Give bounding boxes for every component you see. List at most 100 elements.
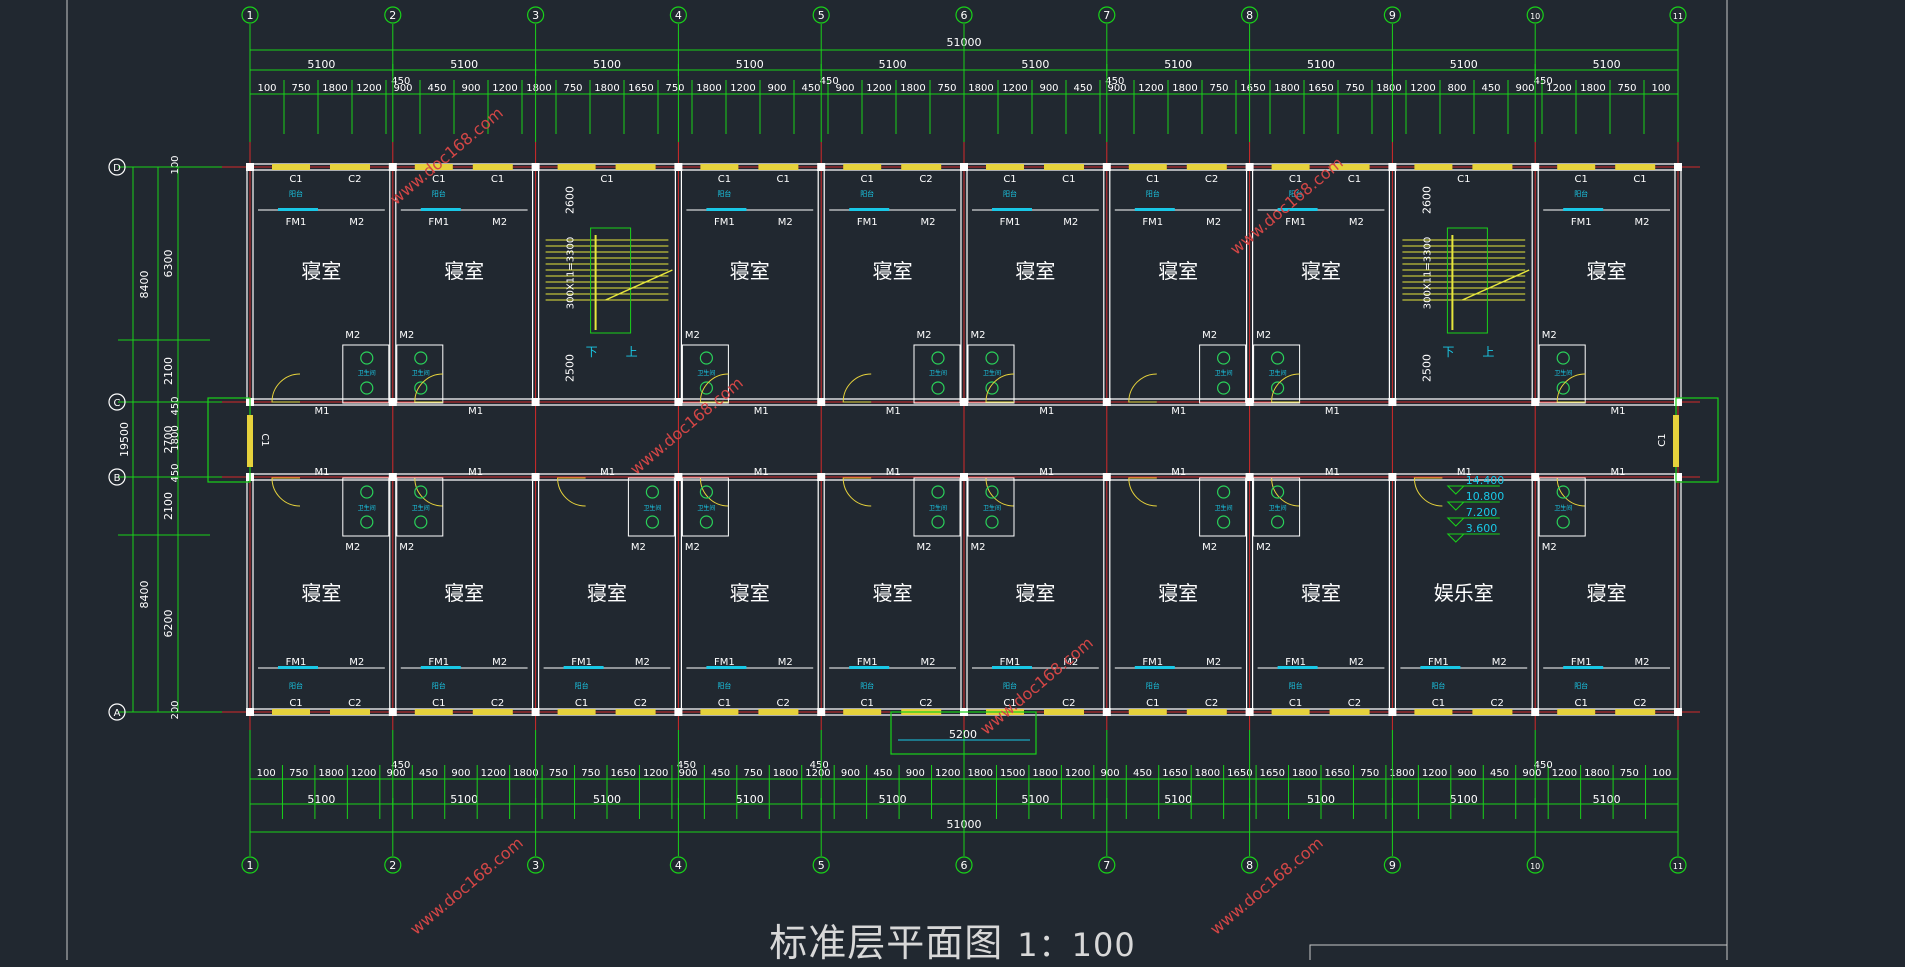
window (1615, 164, 1656, 170)
stair-run-label: 300X11=3300 (1422, 237, 1433, 310)
label-fm1-south: FM1 (714, 657, 735, 668)
sink (360, 381, 374, 395)
label-m2-bath: M2 (1542, 330, 1557, 341)
column (1102, 163, 1111, 171)
label-m2-bath: M2 (971, 330, 986, 341)
label-balcony: 阳台 (717, 189, 731, 198)
toilet-south (645, 485, 660, 499)
window (1472, 164, 1513, 170)
label-m1-south: M1 (1611, 467, 1626, 478)
axis-label-col: 4 (675, 859, 682, 872)
left-mid-label: 2100 (162, 357, 175, 385)
sink (931, 381, 945, 395)
bathroom-south (967, 477, 1015, 537)
detail-dim-bottom-label: 1650 (1260, 768, 1285, 779)
window (843, 164, 882, 170)
label-m2-bath-south: M2 (917, 542, 932, 553)
label-bath-south: 卫生间 (358, 504, 376, 512)
axis-label-row: B (114, 473, 121, 484)
column (1674, 398, 1682, 406)
window (986, 164, 1024, 170)
detail-dim-top-label: 1800 (526, 83, 551, 94)
stair-dim-label: 2500 (1420, 354, 1433, 382)
column (388, 398, 397, 406)
detail-dim-bottom-label: 1800 (1389, 768, 1414, 779)
stair-dim-label: 2500 (564, 354, 577, 382)
toilet (985, 351, 999, 365)
label-c1: C1 (1575, 174, 1588, 185)
column (1388, 708, 1397, 716)
axis-bubble (1383, 856, 1402, 874)
sink (985, 381, 999, 395)
window (472, 709, 513, 715)
toilet-south (1270, 485, 1285, 499)
label-m2: M2 (349, 217, 364, 228)
window-end-left (247, 415, 253, 467)
axis-bubble (384, 856, 402, 874)
bay-dim-top-label: 5100 (450, 58, 478, 71)
window (557, 164, 596, 170)
column (960, 398, 968, 406)
label-balcony-south: 阳台 (575, 681, 589, 690)
detail-dim-bottom-label: 1200 (481, 768, 506, 779)
column (674, 708, 683, 716)
axis-label-col: 6 (961, 9, 968, 22)
label-bath-south: 卫生间 (697, 504, 715, 512)
bathroom (342, 344, 390, 404)
detail-dim-bottom-label: 750 (743, 768, 762, 779)
room-bedroom: 寝室 (730, 259, 770, 283)
sink-south (360, 515, 374, 529)
label-c1-south: C1 (718, 698, 731, 709)
detail-dim-bottom-label: 1800 (773, 768, 798, 779)
fm1-door-line (278, 208, 318, 211)
fm1-door-line (849, 208, 890, 211)
label-c2-south: C2 (348, 698, 361, 709)
detail-dim-bottom-label: 1500 (1000, 768, 1025, 779)
window (1128, 709, 1167, 715)
label-c1-end: C1 (1657, 433, 1668, 446)
detail-dim-bottom-label: 750 (289, 768, 308, 779)
label-c1-south: C1 (1003, 698, 1016, 709)
detail-dim-bottom-label: 1200 (1065, 768, 1090, 779)
sink-south (699, 515, 714, 529)
label-m2: M2 (1349, 217, 1364, 228)
axis-label-col: 9 (1389, 9, 1396, 22)
detail-dim-top-label: 900 (835, 83, 854, 94)
detail-dim-bottom-label: 1200 (643, 768, 668, 779)
axis-bubble (241, 856, 259, 874)
sink (699, 381, 714, 395)
room-bedroom-south: 寝室 (587, 581, 627, 605)
label-fm1: FM1 (1285, 217, 1306, 228)
label-c2: C2 (919, 174, 932, 185)
label-fm1-south: FM1 (428, 657, 449, 668)
left-mid-label: 2100 (162, 492, 175, 520)
label-m1-south: M1 (1325, 467, 1340, 478)
room-bedroom-south: 寝室 (1587, 581, 1627, 605)
bay-dim-top-label: 5100 (1593, 58, 1621, 71)
detail-dim-bottom-label: 900 (841, 768, 860, 779)
window (557, 709, 596, 715)
fm1-door-line-south (992, 666, 1032, 669)
axis-bubble (1526, 856, 1544, 874)
label-bath: 卫生间 (1269, 369, 1287, 377)
window (615, 164, 656, 170)
column (388, 708, 397, 716)
label-fm1: FM1 (1571, 217, 1592, 228)
detail-dim-top-label: 1200 (1138, 83, 1163, 94)
label-balcony-south: 阳台 (1431, 681, 1445, 690)
detail-dim-top-label: 900 (1515, 83, 1534, 94)
room-bedroom: 寝室 (1301, 259, 1341, 283)
column (1245, 708, 1254, 716)
label-bath: 卫生间 (1215, 369, 1233, 377)
column (817, 708, 826, 716)
detail-dim-bottom-label: 450 (711, 768, 730, 779)
detail-dim-top-label: 1650 (1308, 83, 1333, 94)
toilet-south (985, 485, 999, 499)
fm1-door-line-south (420, 666, 461, 669)
window (1271, 709, 1310, 715)
axis-label-col: 3 (532, 859, 539, 872)
axis-bubble (1240, 6, 1259, 24)
bay-dim-bottom-label: 5100 (736, 793, 764, 806)
detail-dim-top-label: 1200 (1002, 83, 1027, 94)
detail-dim-top-label: 1200 (492, 83, 517, 94)
